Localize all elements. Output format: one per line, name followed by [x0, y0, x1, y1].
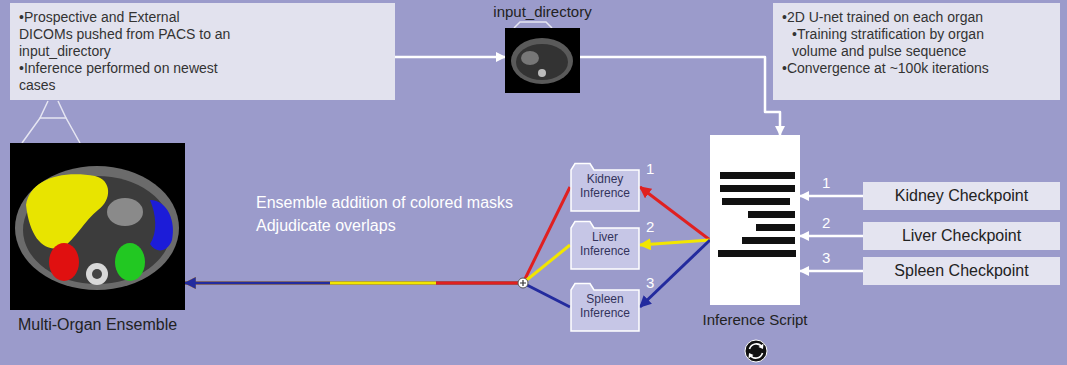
- checkpoint-box: Kidney Checkpoint: [863, 182, 1060, 210]
- code-line: [718, 250, 796, 257]
- callout-tab: [22, 101, 80, 143]
- body-inner: [516, 44, 568, 80]
- callout-number: 3: [646, 274, 654, 291]
- image-background: [505, 28, 580, 93]
- note-text: •Convergence at ~100k iterations: [782, 60, 1051, 77]
- refresh-icon: [745, 340, 767, 362]
- connector-arrow: [640, 240, 710, 307]
- annotation-text: Adjudicate overlaps: [256, 217, 396, 235]
- callout-number: 1: [822, 174, 830, 191]
- code-line: [722, 198, 790, 205]
- script-document: [710, 135, 800, 305]
- code-line: [720, 185, 795, 192]
- sum-junction: [518, 278, 528, 288]
- checkpoint-box: Spleen Checkpoint: [863, 257, 1060, 285]
- folder-tab: [514, 22, 552, 28]
- connector-arrow: [185, 187, 570, 283]
- image-node: Multi-Organ Ensemble: [10, 143, 185, 310]
- connector-arrow: [185, 245, 570, 283]
- callout-outline: [40, 101, 66, 118]
- box-label: Kidney Checkpoint: [895, 187, 1028, 205]
- callout-number: 2: [822, 214, 830, 231]
- note-box: •Prospective and External DICOMs pushed …: [10, 3, 395, 100]
- spleen-mask: [150, 200, 173, 250]
- callout-number: 1: [646, 160, 654, 177]
- code-line: [720, 172, 795, 179]
- ensemble-image: [10, 143, 185, 310]
- connector-arrow: [640, 187, 710, 240]
- spine-canal: [92, 269, 102, 279]
- merge-line: [330, 278, 528, 288]
- image-background: [10, 143, 185, 310]
- yellow-segment: [330, 282, 436, 285]
- connector-arrow: [395, 56, 505, 59]
- note-box: •2D U-net trained on each organ•Training…: [773, 3, 1060, 100]
- box-label: Liver Checkpoint: [902, 227, 1021, 245]
- image-node: input_directory: [505, 28, 580, 93]
- script-node: Inference Script: [710, 135, 800, 305]
- connector-arrow: [800, 270, 863, 273]
- kidney-mask: [49, 243, 79, 281]
- note-text: •2D U-net trained on each organ: [782, 9, 1051, 26]
- callout-outline: [22, 118, 80, 143]
- note-text: •Training stratification by organ volume…: [782, 26, 1017, 60]
- folder-shape: [571, 284, 639, 332]
- annotation-text: Ensemble addition of colored masks: [256, 194, 513, 212]
- body-outline: [511, 38, 573, 84]
- folder-box: Kidney Inference: [570, 162, 640, 212]
- folder-box: Spleen Inference: [570, 282, 640, 332]
- organ-shade: [521, 51, 539, 65]
- callout-number: 2: [646, 218, 654, 235]
- input-image: [505, 22, 580, 93]
- icon-arrowhead: [759, 344, 764, 350]
- code-line: [742, 237, 795, 244]
- callout-number: 3: [822, 249, 830, 266]
- folder-shape: [571, 164, 639, 212]
- icon-arrowhead: [749, 353, 754, 359]
- connector-arrow: [185, 283, 570, 307]
- code-line: [756, 224, 795, 231]
- sum-sign: [520, 280, 526, 286]
- box-label: Spleen Checkpoint: [894, 262, 1028, 280]
- connector-arrow: [640, 240, 710, 245]
- caption-text: Multi-Organ Ensemble: [18, 316, 177, 334]
- red-segment: [436, 282, 523, 285]
- folder-box: Liver Inference: [570, 220, 640, 270]
- connector-arrow: [580, 57, 780, 135]
- caption-text: Inference Script: [702, 311, 807, 329]
- box-label: Kidney Inference: [573, 173, 637, 201]
- box-label: Spleen Inference: [573, 293, 637, 321]
- connector-arrow: [800, 195, 863, 198]
- code-line: [748, 211, 795, 218]
- connector-arrow: [800, 235, 863, 238]
- folder-shape: [571, 222, 639, 270]
- note-text: •Prospective and External DICOMs pushed …: [19, 9, 234, 60]
- spine: [538, 69, 546, 77]
- kidney-mask: [115, 243, 145, 281]
- icon-circle: [745, 340, 767, 362]
- box-label: Liver Inference: [573, 231, 637, 259]
- checkpoint-box: Liver Checkpoint: [863, 222, 1060, 250]
- caption-text: input_directory: [493, 3, 591, 20]
- liver-mask: [26, 174, 108, 248]
- body-outline: [15, 166, 179, 290]
- spine: [86, 263, 108, 285]
- stomach: [107, 198, 143, 226]
- note-text: •Inference performed on newest cases: [19, 60, 234, 94]
- document-page: [710, 135, 800, 305]
